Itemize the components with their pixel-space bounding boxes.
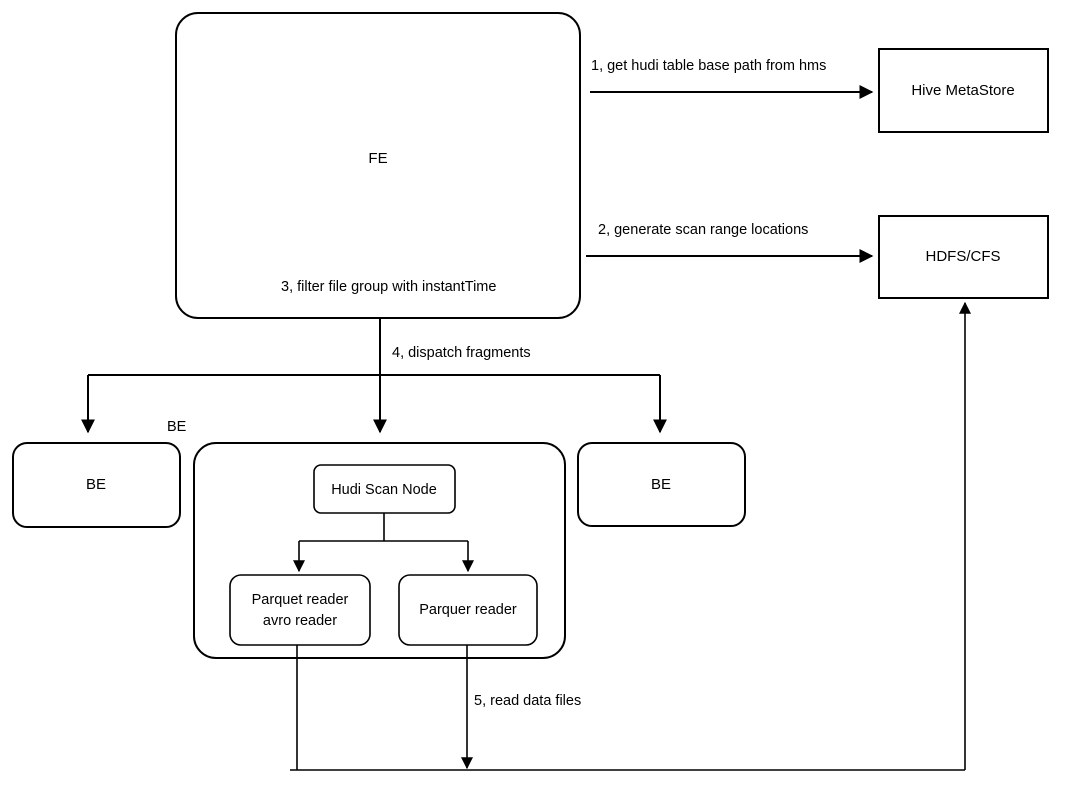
node-fe-label: FE bbox=[368, 150, 387, 167]
edge-step1-label: 1, get hudi table base path from hms bbox=[591, 58, 826, 74]
node-be-middle-group-label: BE bbox=[167, 419, 187, 435]
node-be-right[interactable] bbox=[577, 442, 746, 527]
node-fe[interactable] bbox=[175, 12, 581, 319]
node-hive-metastore-label: Hive MetaStore bbox=[911, 82, 1014, 99]
edge-step4-label: 4, dispatch fragments bbox=[392, 345, 531, 361]
node-hdfs-cfs[interactable] bbox=[878, 215, 1049, 299]
node-be-left[interactable] bbox=[12, 442, 181, 528]
node-parquer-reader[interactable] bbox=[398, 574, 538, 646]
node-hdfs-cfs-label: HDFS/CFS bbox=[926, 248, 1001, 265]
node-parquer-reader-label: Parquer reader bbox=[419, 602, 517, 618]
node-be-right-label: BE bbox=[651, 476, 671, 493]
edge-step5-label: 5, read data files bbox=[474, 693, 581, 709]
node-fe-inner-note: 3, filter file group with instantTime bbox=[281, 279, 496, 295]
node-parquet-avro-reader-line1: Parquet reader bbox=[252, 592, 349, 608]
edge-step2-label: 2, generate scan range locations bbox=[598, 222, 808, 238]
node-parquet-avro-reader-line2: avro reader bbox=[263, 613, 337, 629]
node-be-left-label: BE bbox=[86, 476, 106, 493]
node-hudi-scan-node-label: Hudi Scan Node bbox=[331, 482, 437, 498]
node-parquet-avro-reader[interactable] bbox=[229, 574, 371, 646]
node-hive-metastore[interactable] bbox=[878, 48, 1049, 133]
